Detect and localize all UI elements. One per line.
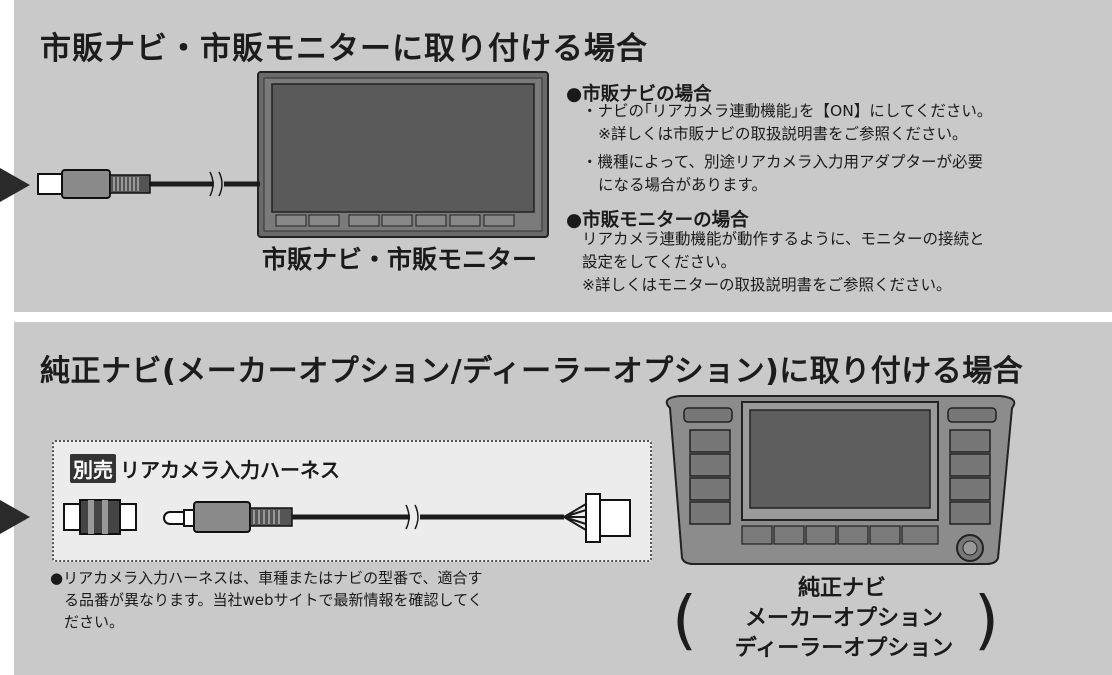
commercial-navi-panel: 市販ナビ・市販モニターに取り付ける場合 (0, 0, 1112, 312)
monitor-line-3: ※詳しくはモニターの取扱説明書をご参照ください。 (582, 276, 952, 294)
section-title: 市販ナビ・市販モニターに取り付ける場合 (40, 31, 648, 67)
navi-line-4: になる場合があります。 (598, 176, 767, 194)
monitor-heading: ●市販モニターの場合 (566, 210, 749, 231)
monitor-line-1: リアカメラ連動機能が動作するように、モニターの接続と (582, 230, 985, 248)
monitor-icon (257, 71, 549, 238)
arrow-right-icon (0, 500, 30, 534)
navi-heading: ●市販ナビの場合 (566, 84, 712, 105)
monitor-line-2: 設定をしてください。 (582, 253, 737, 271)
maker-option-label: メーカーオプション (744, 606, 943, 631)
close-paren: ) (974, 584, 999, 658)
arrow-right-icon (0, 168, 30, 202)
rca-plug-icon (37, 169, 151, 199)
section-title: 純正ナビ(メーカーオプション/ディーラーオプション)に取り付ける場合 (40, 354, 1024, 389)
harness-box: 別売リアカメラ入力ハーネス (52, 440, 652, 562)
navi-line-3: ・機種によって、別途リアカメラ入力用アダプターが必要 (582, 153, 983, 171)
open-paren: ( (672, 584, 697, 658)
note-line-1: ●リアカメラ入力ハーネスは、車種またはナビの型番で、適合す (50, 569, 483, 587)
navi-line-1: ・ナビの｢リアカメラ連動機能｣を【ON】にしてください。 (582, 102, 993, 120)
dealer-option-label: ディーラーオプション (734, 636, 954, 661)
harness-illustration (63, 493, 631, 543)
monitor-connection-illustration (37, 71, 549, 238)
sold-separately-badge: 別売 (70, 454, 116, 483)
note-line-2: る品番が異なります。当社webサイトで最新情報を確認してく (64, 591, 483, 609)
harness-label: 別売リアカメラ入力ハーネス (70, 454, 340, 483)
note-line-3: ださい。 (64, 613, 125, 631)
harness-connector-icon (585, 493, 631, 543)
navi-line-2: ※詳しくは市販ナビの取扱説明書をご参照ください。 (598, 125, 968, 143)
genuine-navi-panel: 純正ナビ(メーカーオプション/ディーラーオプション)に取り付ける場合 別売リアカ… (0, 322, 1112, 675)
device-label: 市販ナビ・市販モニター (262, 245, 538, 274)
genuine-navi-label: 純正ナビ (797, 576, 886, 601)
harness-name: リアカメラ入力ハーネス (120, 458, 340, 482)
dash-unit-icon (665, 395, 1016, 565)
